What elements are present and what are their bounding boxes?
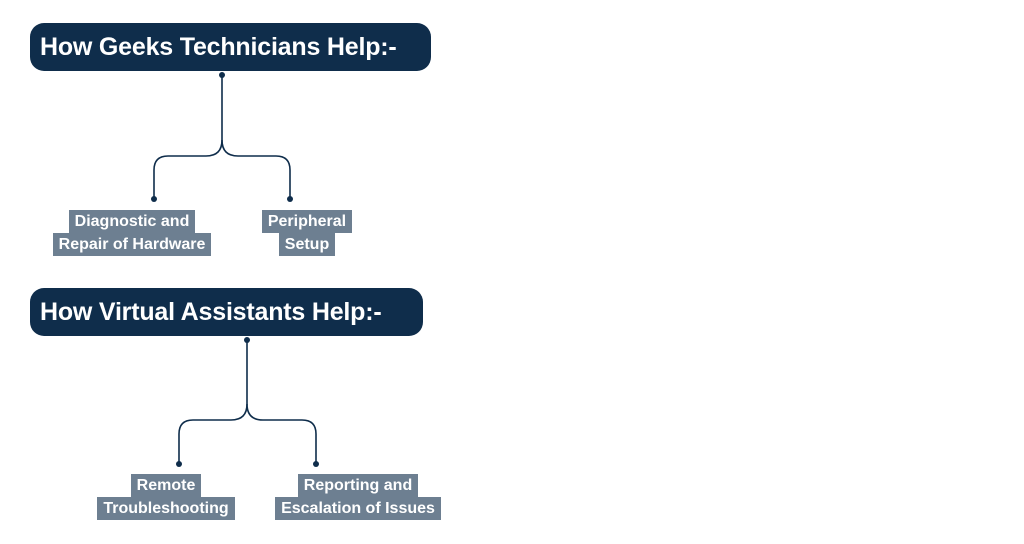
leaf-remote-troubleshooting: Remote Troubleshooting: [89, 474, 243, 520]
leaf-line: Repair of Hardware: [52, 233, 212, 256]
leaf-line: Escalation of Issues: [275, 497, 441, 520]
connector-dot: [151, 196, 157, 202]
leaf-line: Reporting and: [297, 474, 419, 497]
connector-dot: [313, 461, 319, 467]
leaf-line: Remote: [130, 474, 202, 497]
leaf-line: Setup: [278, 233, 336, 256]
leaf-reporting-escalation: Reporting and Escalation of Issues: [266, 474, 450, 520]
section-title-virtual-assistants: How Virtual Assistants Help:-: [30, 288, 423, 336]
leaf-line: Troubleshooting: [97, 497, 235, 520]
leaf-diagnostic-repair-hardware: Diagnostic and Repair of Hardware: [44, 210, 220, 256]
connector-dot: [219, 72, 225, 78]
section-1-connectors: [151, 72, 293, 202]
connector-dot: [244, 337, 250, 343]
leaf-line: Diagnostic and: [68, 210, 196, 233]
connector-dot: [287, 196, 293, 202]
leaf-line: Peripheral: [261, 210, 353, 233]
connector-dot: [176, 461, 182, 467]
section-2-connectors: [176, 337, 319, 467]
section-title-geeks-technicians: How Geeks Technicians Help:-: [30, 23, 431, 71]
leaf-peripheral-setup: Peripheral Setup: [250, 210, 364, 256]
